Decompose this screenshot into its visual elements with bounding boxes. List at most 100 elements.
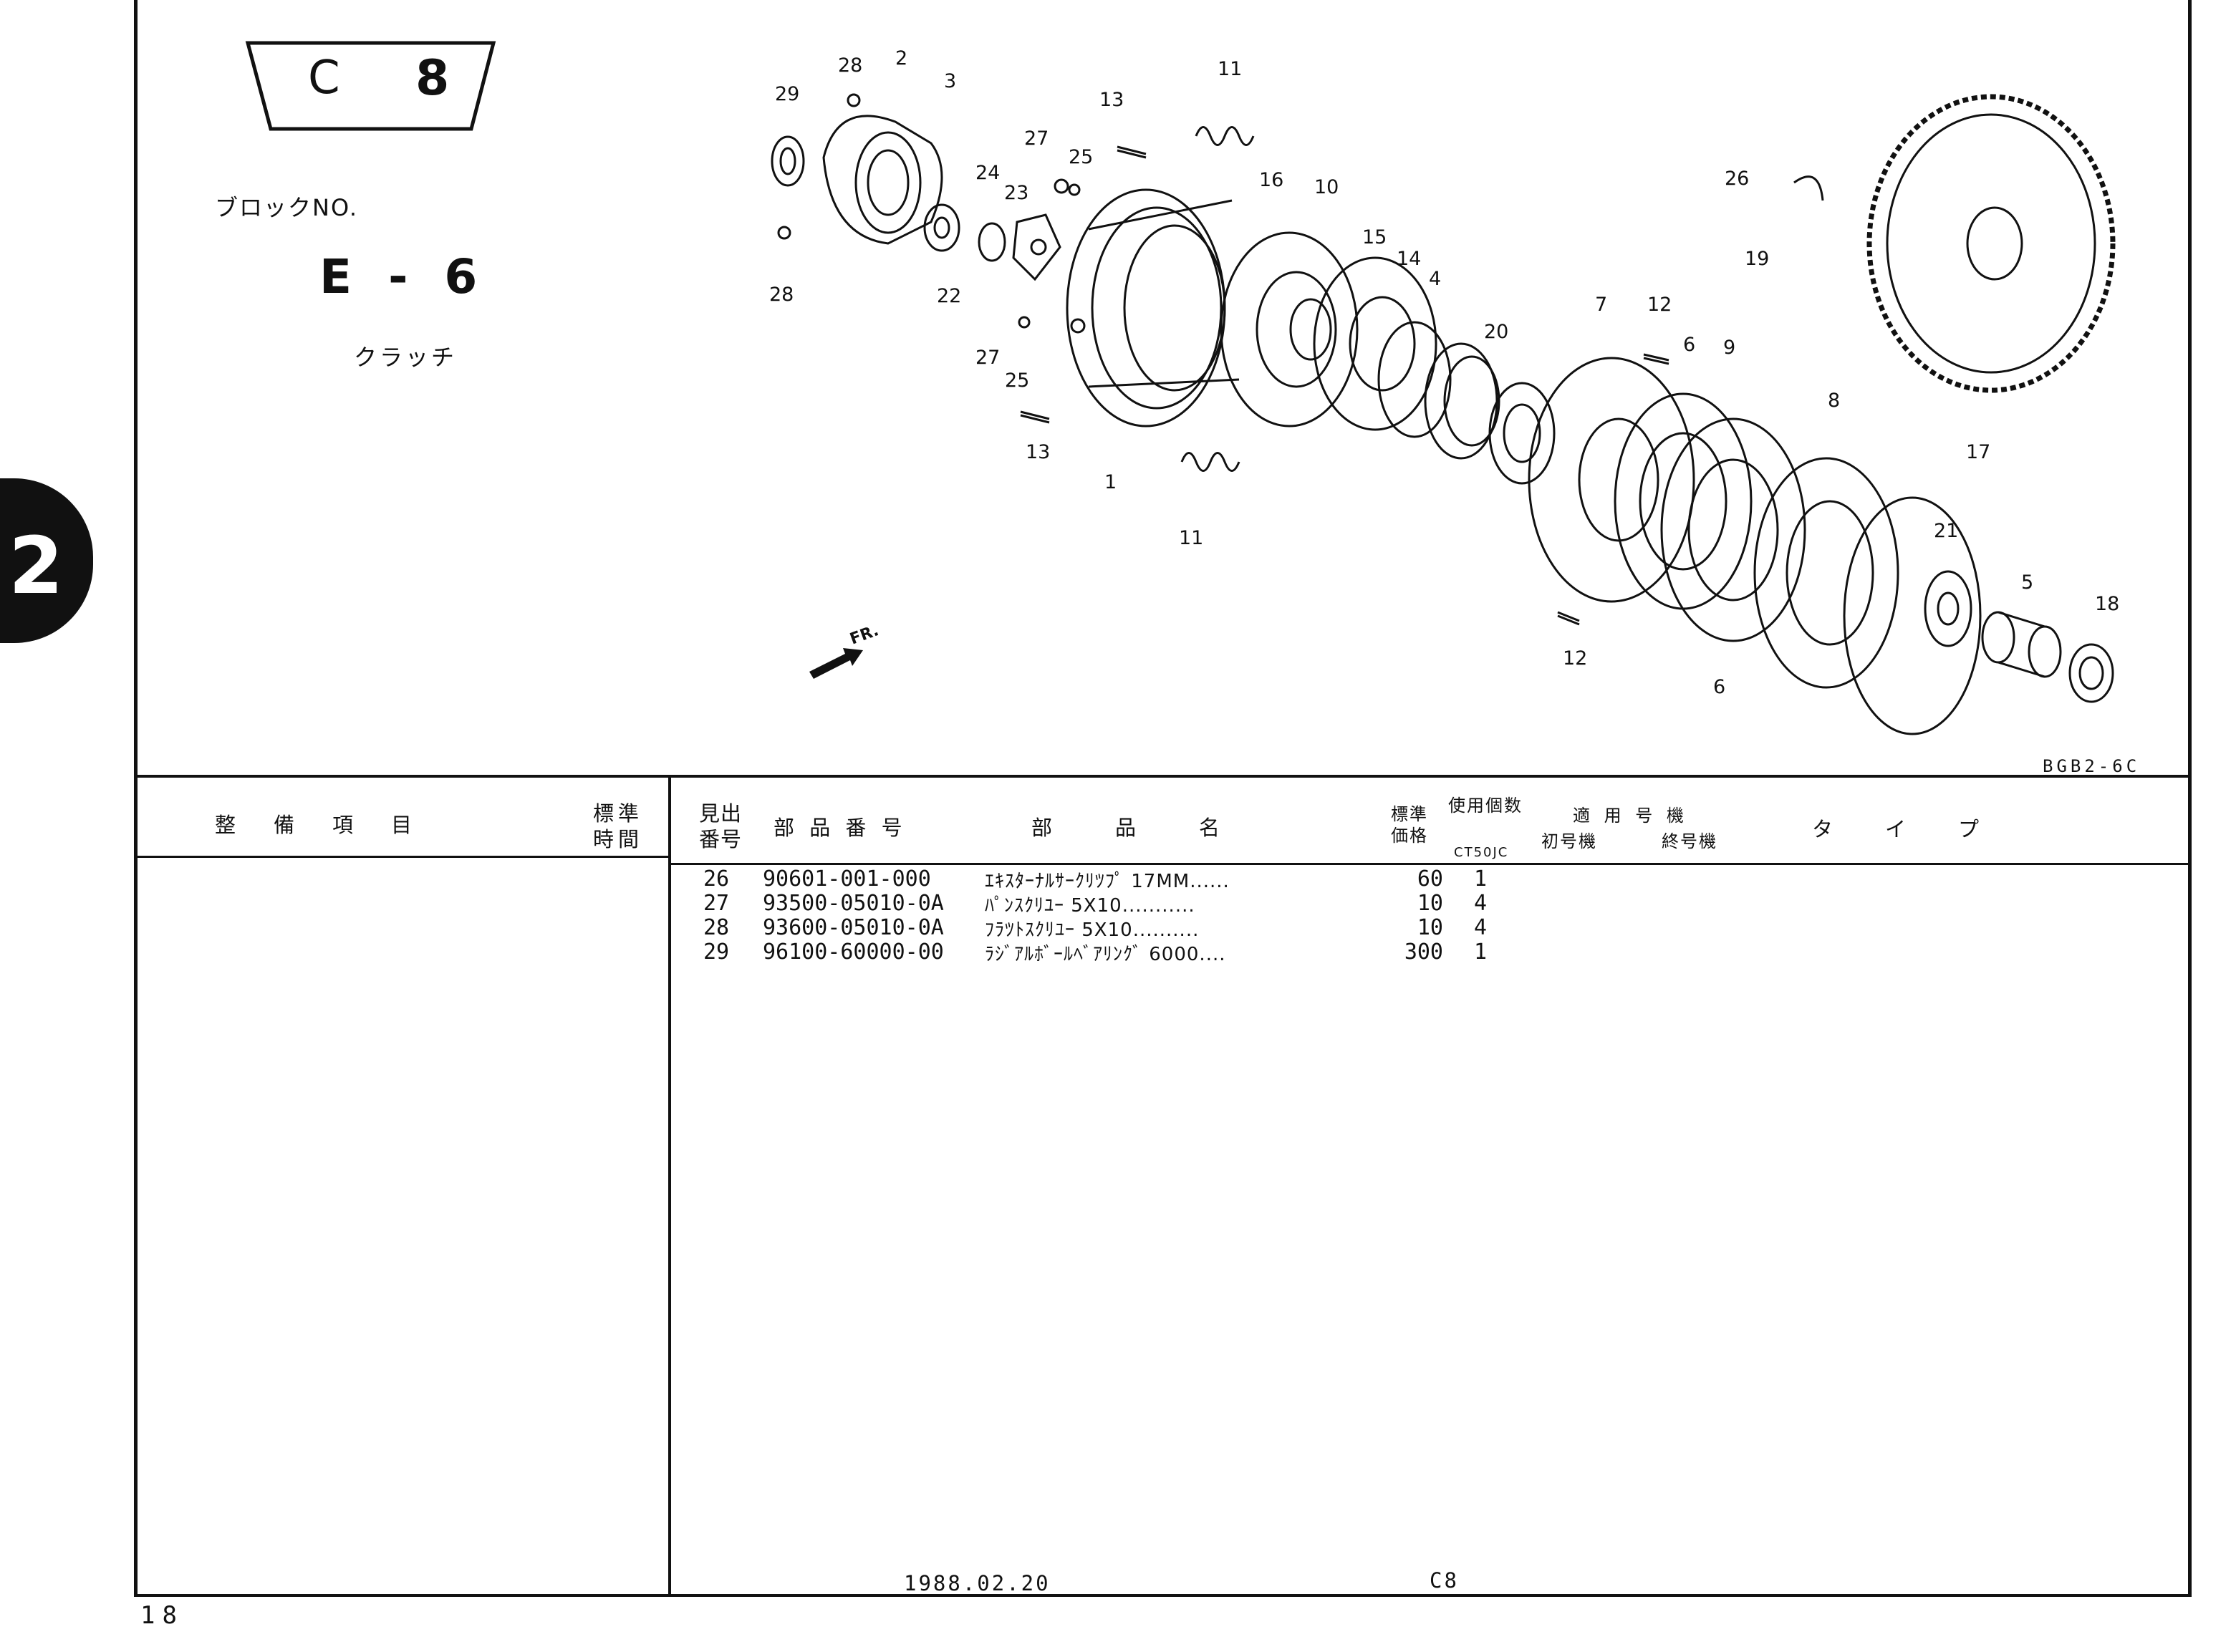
part-collar-icon [1981, 611, 2062, 678]
footer-plate-ref: C8 [1430, 1568, 1459, 1593]
callout-label: 28 [769, 284, 794, 306]
table-row: 26 90601-001-000 ｴｷｽﾀｰﾅﾙｻｰｸﾘﾂﾌﾟ 17MM....… [688, 866, 1487, 892]
plate-number: 8 [415, 50, 450, 107]
header-part-name: 部 品 名 [1031, 816, 1228, 840]
front-direction-arrow-icon [809, 648, 863, 679]
callout-label: 21 [1934, 520, 1958, 542]
table-top-border [134, 775, 2192, 778]
row-price: 300 [1404, 939, 1443, 965]
part-clip-icon [1793, 175, 1824, 201]
section-tab-number: 2 [9, 520, 64, 612]
table-header-separator-right [671, 863, 2192, 865]
part-guide-icon [1488, 382, 1556, 485]
part-circlip-icon [1377, 321, 1452, 438]
callout-label: 3 [944, 70, 956, 92]
callout-label: 19 [1745, 248, 1769, 270]
callout-label: 25 [1069, 146, 1093, 168]
part-one-way-clutch-icon [1424, 342, 1500, 460]
callout-label: 15 [1362, 226, 1387, 248]
callout-label: 4 [1429, 268, 1441, 290]
part-washer-icon [978, 222, 1006, 262]
header-standard-price: 標準 価格 [1391, 803, 1428, 846]
part-spring-icon [1020, 126, 1669, 626]
callout-label: 29 [775, 83, 799, 105]
callout-label: 22 [937, 285, 961, 307]
header-ref-no-line2: 番号 [699, 827, 743, 851]
callout-label: 23 [1004, 182, 1028, 204]
header-standard-price-line1: 標準 [1391, 804, 1428, 824]
row-ref-no: 26 [703, 866, 730, 892]
table-row: 27 93500-05010-0A ﾊﾟﾝｽｸﾘﾕｰ 5X10.........… [688, 891, 1487, 917]
issue-date: 1988.02.20 [904, 1571, 1051, 1595]
frame-right-border [2188, 0, 2192, 1597]
part-cover-icon [822, 115, 943, 245]
block-number-label: ブロックNO. [215, 194, 359, 221]
row-part-name: ｴｷｽﾀｰﾅﾙｻｰｸﾘﾂﾌﾟ 17MM...... [985, 871, 1230, 892]
header-quantity-sub: CT50JC [1454, 845, 1509, 860]
header-ref-no-line1: 見出 [699, 801, 743, 826]
callout-label: 2 [895, 47, 907, 69]
front-direction-label: FR. [848, 622, 882, 648]
row-quantity: 1 [1474, 939, 1488, 965]
callout-label: 27 [1024, 127, 1049, 150]
row-part-number: 90601-001-000 [763, 866, 931, 892]
header-ref-no: 見出 番号 [699, 801, 742, 852]
part-pressure-plate-icon [1528, 357, 1695, 603]
header-standard-price-line2: 価格 [1391, 826, 1428, 846]
callout-label: 10 [1314, 176, 1339, 198]
callout-label: 18 [2095, 593, 2119, 615]
callout-label: 6 [1683, 334, 1695, 356]
callout-label: 12 [1647, 294, 1672, 316]
table-column-divider [668, 775, 671, 1597]
header-applicable-frame: 適 用 号 機 [1573, 806, 1688, 826]
callout-label: 24 [975, 162, 1000, 184]
block-code: E - 6 [319, 249, 488, 304]
row-part-number: 96100-60000-00 [763, 939, 944, 965]
drawing-code: BGB2-6C [2043, 756, 2141, 776]
callout-label: 11 [1218, 58, 1242, 80]
table-row: 28 93600-05010-0A ﾌﾗﾂﾄｽｸﾘﾕｰ 5X10........… [688, 915, 1487, 941]
callout-label: 20 [1484, 321, 1508, 343]
callout-label: 26 [1725, 168, 1749, 190]
part-nut-icon [923, 203, 960, 252]
row-ref-no: 27 [703, 891, 730, 916]
header-first-frame: 初号機 [1541, 831, 1597, 851]
exploded-parts-diagram: 1 2 3 4 5 6 6 7 8 9 10 11 11 12 12 13 13… [769, 47, 2119, 735]
frame-left-border [134, 0, 138, 1597]
callout-label: 13 [1026, 441, 1050, 463]
callout-label: 14 [1397, 248, 1421, 270]
table-header-separator-left [134, 856, 671, 858]
part-clutch-plate-icon [1753, 457, 1899, 689]
header-quantity: 使用個数 [1448, 796, 1523, 816]
header-part-number: 部 品 番 号 [774, 816, 907, 840]
row-part-number: 93600-05010-0A [763, 915, 944, 940]
row-quantity: 1 [1474, 866, 1488, 892]
row-part-name: ﾗｼﾞｱﾙﾎﾞｰﾙﾍﾞｱﾘﾝｸﾞ 6000.... [985, 944, 1226, 965]
row-part-name: ﾊﾟﾝｽｸﾘﾕｰ 5X10........... [985, 895, 1195, 917]
table-row: 29 96100-60000-00 ﾗｼﾞｱﾙﾎﾞｰﾙﾍﾞｱﾘﾝｸﾞ 6000.… [688, 939, 1487, 965]
callout-label: 17 [1966, 441, 1990, 463]
row-ref-no: 29 [703, 939, 730, 965]
row-price: 10 [1417, 915, 1443, 940]
part-bearing-icon [771, 135, 805, 187]
header-last-frame: 終号機 [1662, 831, 1717, 851]
callout-label: 9 [1723, 337, 1735, 359]
frame-bottom-border [134, 1594, 2192, 1597]
callout-label: 5 [2021, 571, 2033, 594]
row-price: 10 [1417, 891, 1443, 916]
part-weight-plate-icon [1313, 256, 1437, 431]
callout-label: 16 [1259, 169, 1283, 191]
callout-label: 7 [1595, 294, 1607, 316]
page-number: 18 [140, 1601, 184, 1630]
part-seal-icon [2068, 643, 2114, 703]
header-type: タ イ プ [1812, 817, 1995, 841]
row-price: 60 [1417, 866, 1443, 892]
part-clutch-drum-icon [1066, 188, 1240, 428]
plate-letter: C [308, 52, 340, 105]
part-driven-gear-icon [1866, 94, 2116, 393]
header-standard-time: 標準 時間 [593, 801, 643, 852]
callout-label: 6 [1713, 676, 1725, 698]
callout-label: 8 [1828, 390, 1840, 412]
callout-label: 11 [1179, 527, 1203, 549]
callout-label: 25 [1005, 369, 1029, 392]
